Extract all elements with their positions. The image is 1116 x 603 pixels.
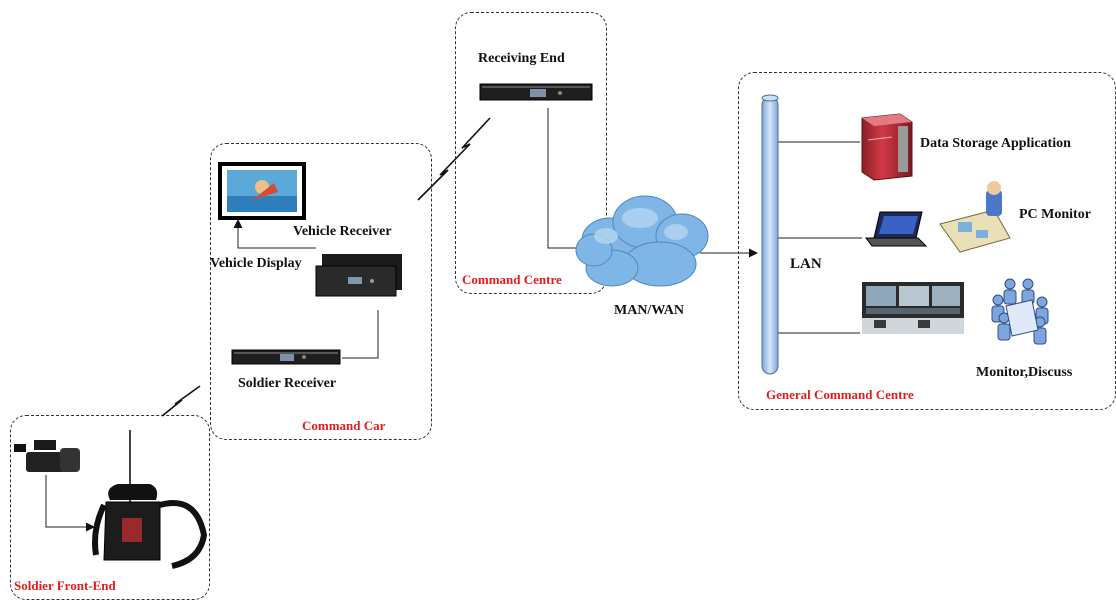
label-man-wan: MAN/WAN — [614, 303, 684, 318]
label-receiving-end: Receiving End — [478, 51, 565, 66]
label-soldier-front-end: Soldier Front-End — [14, 578, 116, 593]
lightning-link-icon — [161, 117, 491, 417]
label-command-car: Command Car — [302, 418, 386, 433]
video-wall-icon — [862, 282, 964, 334]
receiver-unit-icon — [231, 349, 341, 365]
receiver-unit-icon — [479, 83, 593, 101]
operator-desk-icon — [939, 181, 1011, 253]
receiver-unit-icon — [315, 254, 402, 297]
label-soldier-receiver: Soldier Receiver — [238, 376, 337, 391]
lan-bus — [761, 94, 779, 375]
label-monitor-discuss: Monitor,Discuss — [976, 365, 1073, 380]
label-command-centre: Command Centre — [462, 272, 562, 287]
label-pc-monitor: PC Monitor — [1019, 207, 1091, 222]
label-general-command-centre: General Command Centre — [766, 387, 914, 402]
meeting-icon — [991, 278, 1049, 345]
cloud-icon — [575, 195, 709, 287]
group-command-car — [210, 143, 432, 440]
laptop-icon — [865, 211, 928, 247]
group-soldier-front-end — [10, 415, 210, 600]
label-lan: LAN — [790, 256, 822, 272]
video-camera-icon — [14, 440, 80, 472]
connection-lines — [45, 108, 862, 532]
label-vehicle-receiver: Vehicle Receiver — [293, 224, 392, 239]
group-command-centre — [455, 12, 607, 294]
label-vehicle-display: Vehicle Display — [210, 256, 302, 271]
server-icon — [861, 113, 913, 181]
label-data-storage: Data Storage Application — [920, 136, 1071, 151]
display-screen-icon — [218, 162, 306, 220]
backpack-transmitter-icon — [92, 430, 208, 569]
